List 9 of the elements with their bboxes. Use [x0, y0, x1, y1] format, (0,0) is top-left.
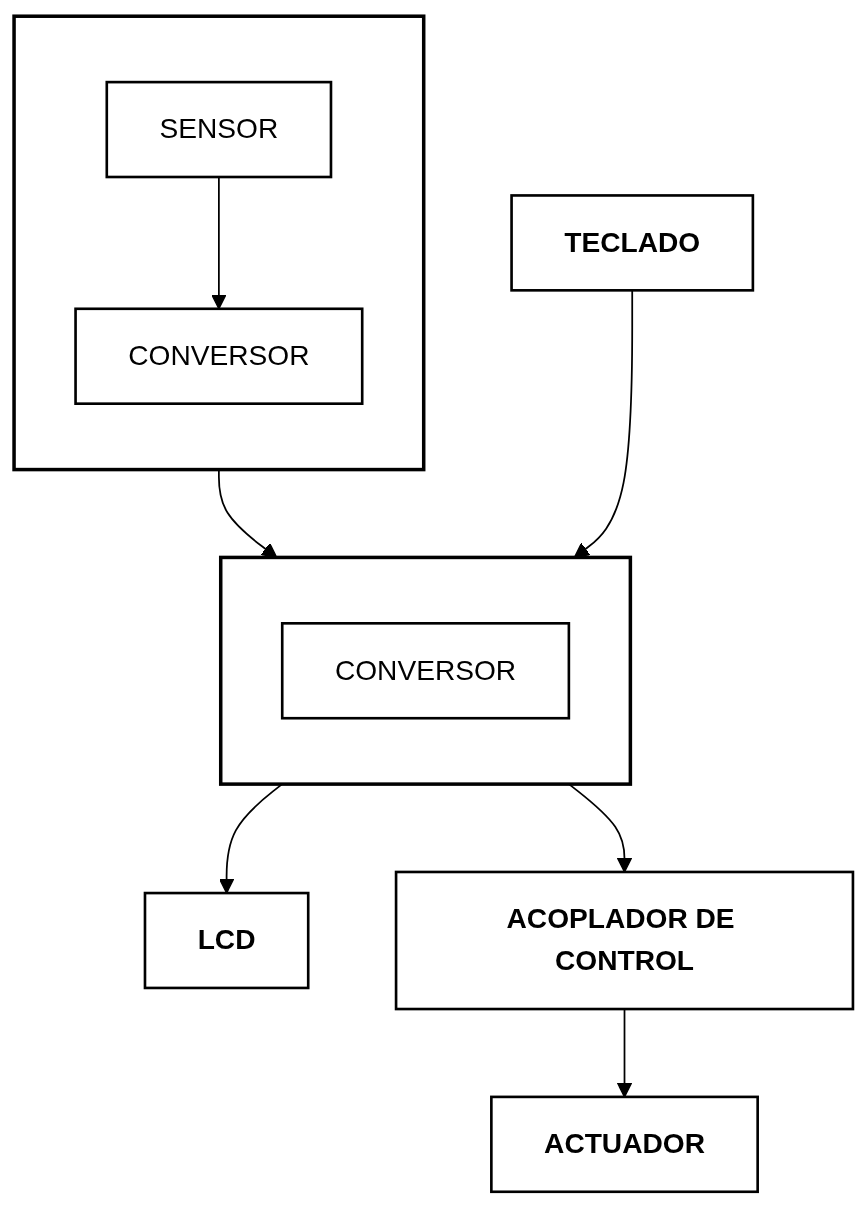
cluster — [12, 14, 426, 472]
node-box: ACTUADOR — [490, 1095, 759, 1194]
node-box: LCD — [143, 891, 310, 990]
node-box: TECLADO — [510, 194, 755, 292]
node-box: CONVERSOR — [74, 307, 364, 405]
node-box: ACOPLADOR DE CONTROL — [394, 870, 855, 1011]
cluster — [218, 555, 633, 786]
node-box: SENSOR — [105, 80, 333, 179]
node-box: CONVERSOR — [280, 622, 571, 720]
